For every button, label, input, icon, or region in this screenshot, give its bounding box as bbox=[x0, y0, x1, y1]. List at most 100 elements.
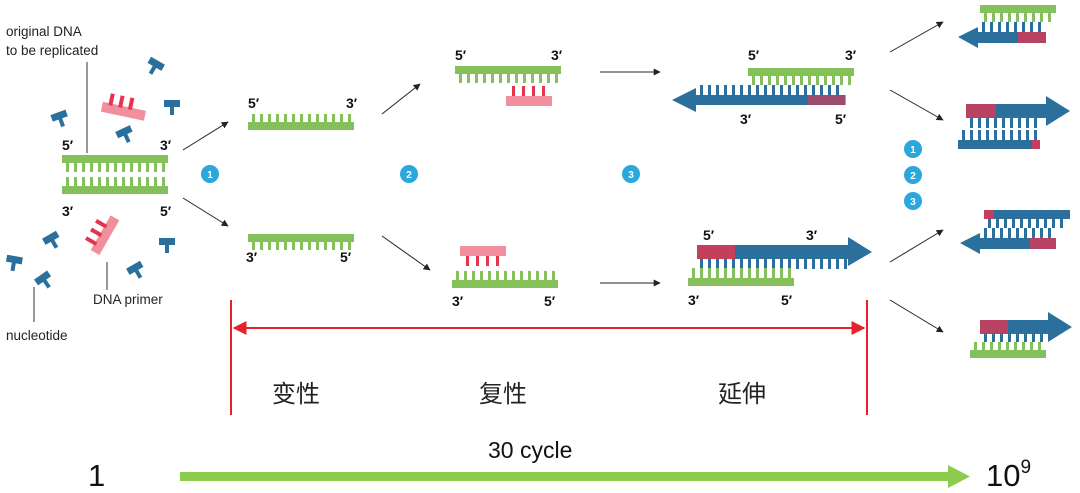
base-pair bbox=[1048, 13, 1051, 22]
base-pair bbox=[732, 268, 735, 278]
dna-primer bbox=[100, 93, 146, 121]
base-pair bbox=[998, 22, 1001, 32]
base-pair bbox=[154, 177, 157, 186]
base-pair bbox=[98, 163, 101, 172]
base-pair bbox=[512, 86, 515, 96]
base-pair bbox=[990, 342, 993, 350]
phase-bracket bbox=[230, 300, 868, 415]
base-pair bbox=[154, 163, 157, 172]
base-pair bbox=[522, 86, 525, 96]
base-pair bbox=[1030, 342, 1033, 350]
base-pair bbox=[340, 242, 343, 250]
base-pair bbox=[1040, 228, 1043, 238]
base-pair bbox=[1010, 118, 1013, 128]
base-pair bbox=[1018, 118, 1021, 128]
base-pair bbox=[808, 76, 811, 85]
base-pair bbox=[716, 259, 719, 269]
end-copy-count: 109 bbox=[986, 457, 1031, 493]
base-pair bbox=[1040, 334, 1043, 342]
base-pair bbox=[1038, 22, 1041, 32]
amplification-arrow bbox=[180, 465, 970, 488]
base-pair bbox=[74, 163, 77, 172]
base-pair bbox=[552, 271, 555, 280]
base-pair bbox=[284, 242, 287, 250]
arrow bbox=[381, 235, 431, 271]
end-label-3-prime: 3′ bbox=[160, 137, 172, 153]
step-number: 2 bbox=[406, 170, 412, 181]
base-pair bbox=[974, 342, 977, 350]
base-pair bbox=[820, 85, 823, 95]
base-pair bbox=[748, 85, 751, 95]
base-pair bbox=[994, 130, 997, 140]
base-pair bbox=[252, 242, 255, 250]
arrow bbox=[381, 83, 421, 115]
base-pair bbox=[1006, 22, 1009, 32]
base-pair bbox=[796, 259, 799, 269]
end-label-5-prime: 5′ bbox=[248, 95, 260, 111]
base-pair bbox=[772, 85, 775, 95]
base-pair bbox=[1000, 13, 1003, 22]
nucleotide bbox=[5, 254, 23, 272]
base-pair bbox=[300, 242, 303, 250]
annealed-top bbox=[455, 66, 561, 106]
base-pair bbox=[276, 242, 279, 250]
base-pair bbox=[994, 118, 997, 128]
base-pair bbox=[732, 259, 735, 269]
base-pair bbox=[515, 74, 518, 83]
base-pair bbox=[836, 85, 839, 95]
base-pair bbox=[1026, 118, 1029, 128]
base-pair bbox=[260, 242, 263, 250]
base-pair bbox=[1010, 130, 1013, 140]
base-pair bbox=[764, 268, 767, 278]
base-pair bbox=[844, 259, 847, 269]
base-pair bbox=[724, 259, 727, 269]
extended-bottom bbox=[688, 237, 872, 286]
base-pair bbox=[340, 114, 343, 122]
base-pair bbox=[332, 242, 335, 250]
base-pair bbox=[531, 74, 534, 83]
base-pair bbox=[1060, 219, 1063, 228]
base-pair bbox=[812, 259, 815, 269]
end-label-3-prime: 3′ bbox=[62, 203, 74, 219]
base-pair bbox=[788, 268, 791, 278]
base-pair bbox=[480, 271, 483, 280]
end-label-3-prime: 3′ bbox=[740, 111, 752, 127]
base-pair bbox=[260, 114, 263, 122]
base-pair bbox=[708, 259, 711, 269]
base-pair bbox=[146, 177, 149, 186]
base-pair bbox=[1044, 219, 1047, 228]
product-dna-4 bbox=[970, 312, 1072, 358]
base-pair bbox=[1012, 219, 1015, 228]
base-pair bbox=[276, 114, 279, 122]
base-pair bbox=[832, 76, 835, 85]
base-pair bbox=[284, 114, 287, 122]
base-pair bbox=[788, 259, 791, 269]
base-pair bbox=[772, 259, 775, 269]
base-pair bbox=[544, 271, 547, 280]
base-pair bbox=[708, 268, 711, 278]
base-pair bbox=[828, 85, 831, 95]
base-pair bbox=[1024, 334, 1027, 342]
base-pair bbox=[1036, 219, 1039, 228]
base-pair bbox=[74, 177, 77, 186]
base-pair bbox=[1038, 342, 1041, 350]
base-pair bbox=[507, 74, 510, 83]
base-pair bbox=[1016, 334, 1019, 342]
base-pair bbox=[978, 118, 981, 128]
base-pair bbox=[828, 259, 831, 269]
base-pair bbox=[348, 114, 351, 122]
base-pair bbox=[98, 177, 101, 186]
base-pair bbox=[324, 242, 327, 250]
base-pair bbox=[1034, 118, 1037, 128]
nucleotide bbox=[115, 125, 133, 144]
step-marker-2: 2 bbox=[400, 165, 418, 183]
end-label-3-prime: 3′ bbox=[346, 95, 358, 111]
end-label-3-prime: 3′ bbox=[452, 293, 464, 309]
base-pair bbox=[476, 256, 479, 266]
base-pair bbox=[756, 268, 759, 278]
base-pair bbox=[1008, 13, 1011, 22]
phase-annealing-label: 复性 bbox=[479, 380, 527, 408]
base-pair bbox=[486, 256, 489, 266]
base-pair bbox=[138, 163, 141, 172]
nucleotide bbox=[34, 270, 52, 289]
